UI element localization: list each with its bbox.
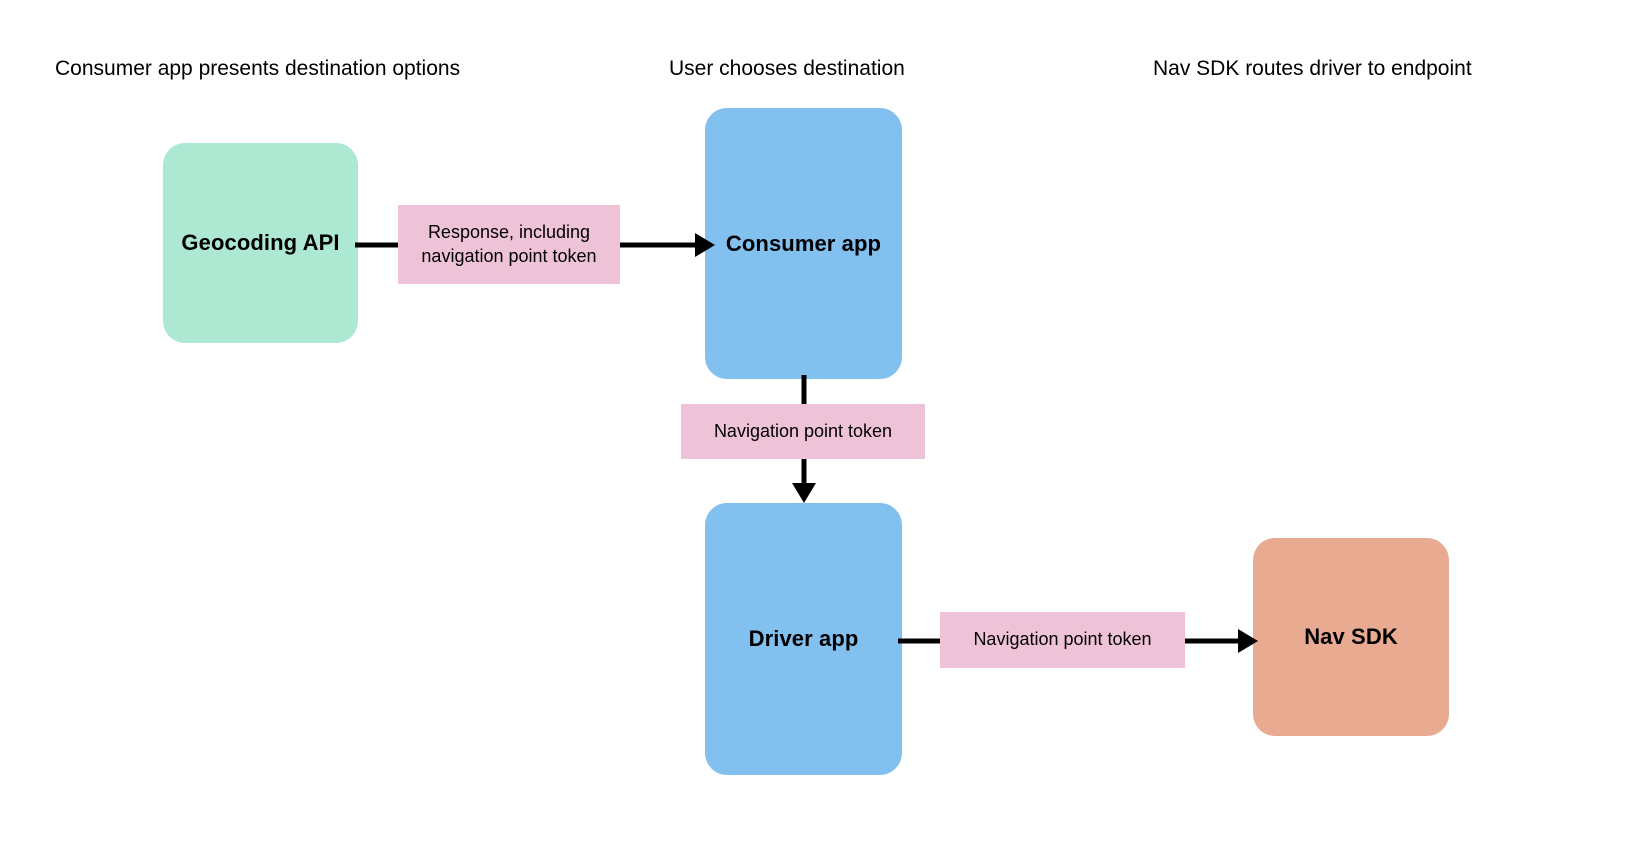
node-label-geocoding-api: Geocoding API [181,230,340,255]
node-geocoding-api[interactable]: Geocoding API [163,143,358,343]
column-heading-consumer-app-presents: Consumer app presents destination option… [55,57,461,80]
node-nav-sdk[interactable]: Nav SDK [1253,538,1449,736]
node-label-nav-sdk: Nav SDK [1304,624,1398,649]
column-heading-user-chooses-destination: User chooses destination [669,57,905,80]
edge-label-navigation-point-token-consumer-to-driver: Navigation point token [681,404,925,459]
column-heading-nav-sdk-routes-driver: Nav SDK routes driver to endpoint [1153,57,1472,80]
edge-label-navigation-point-token-driver-to-navsdk: Navigation point token [940,612,1185,668]
node-label-driver-app: Driver app [748,626,859,651]
node-consumer-app[interactable]: Consumer app [705,108,902,379]
node-driver-app[interactable]: Driver app [705,503,902,775]
node-label-consumer-app: Consumer app [725,230,882,256]
edge-label-response-including-navigation-point-token: Response, including navigation point tok… [398,205,620,284]
